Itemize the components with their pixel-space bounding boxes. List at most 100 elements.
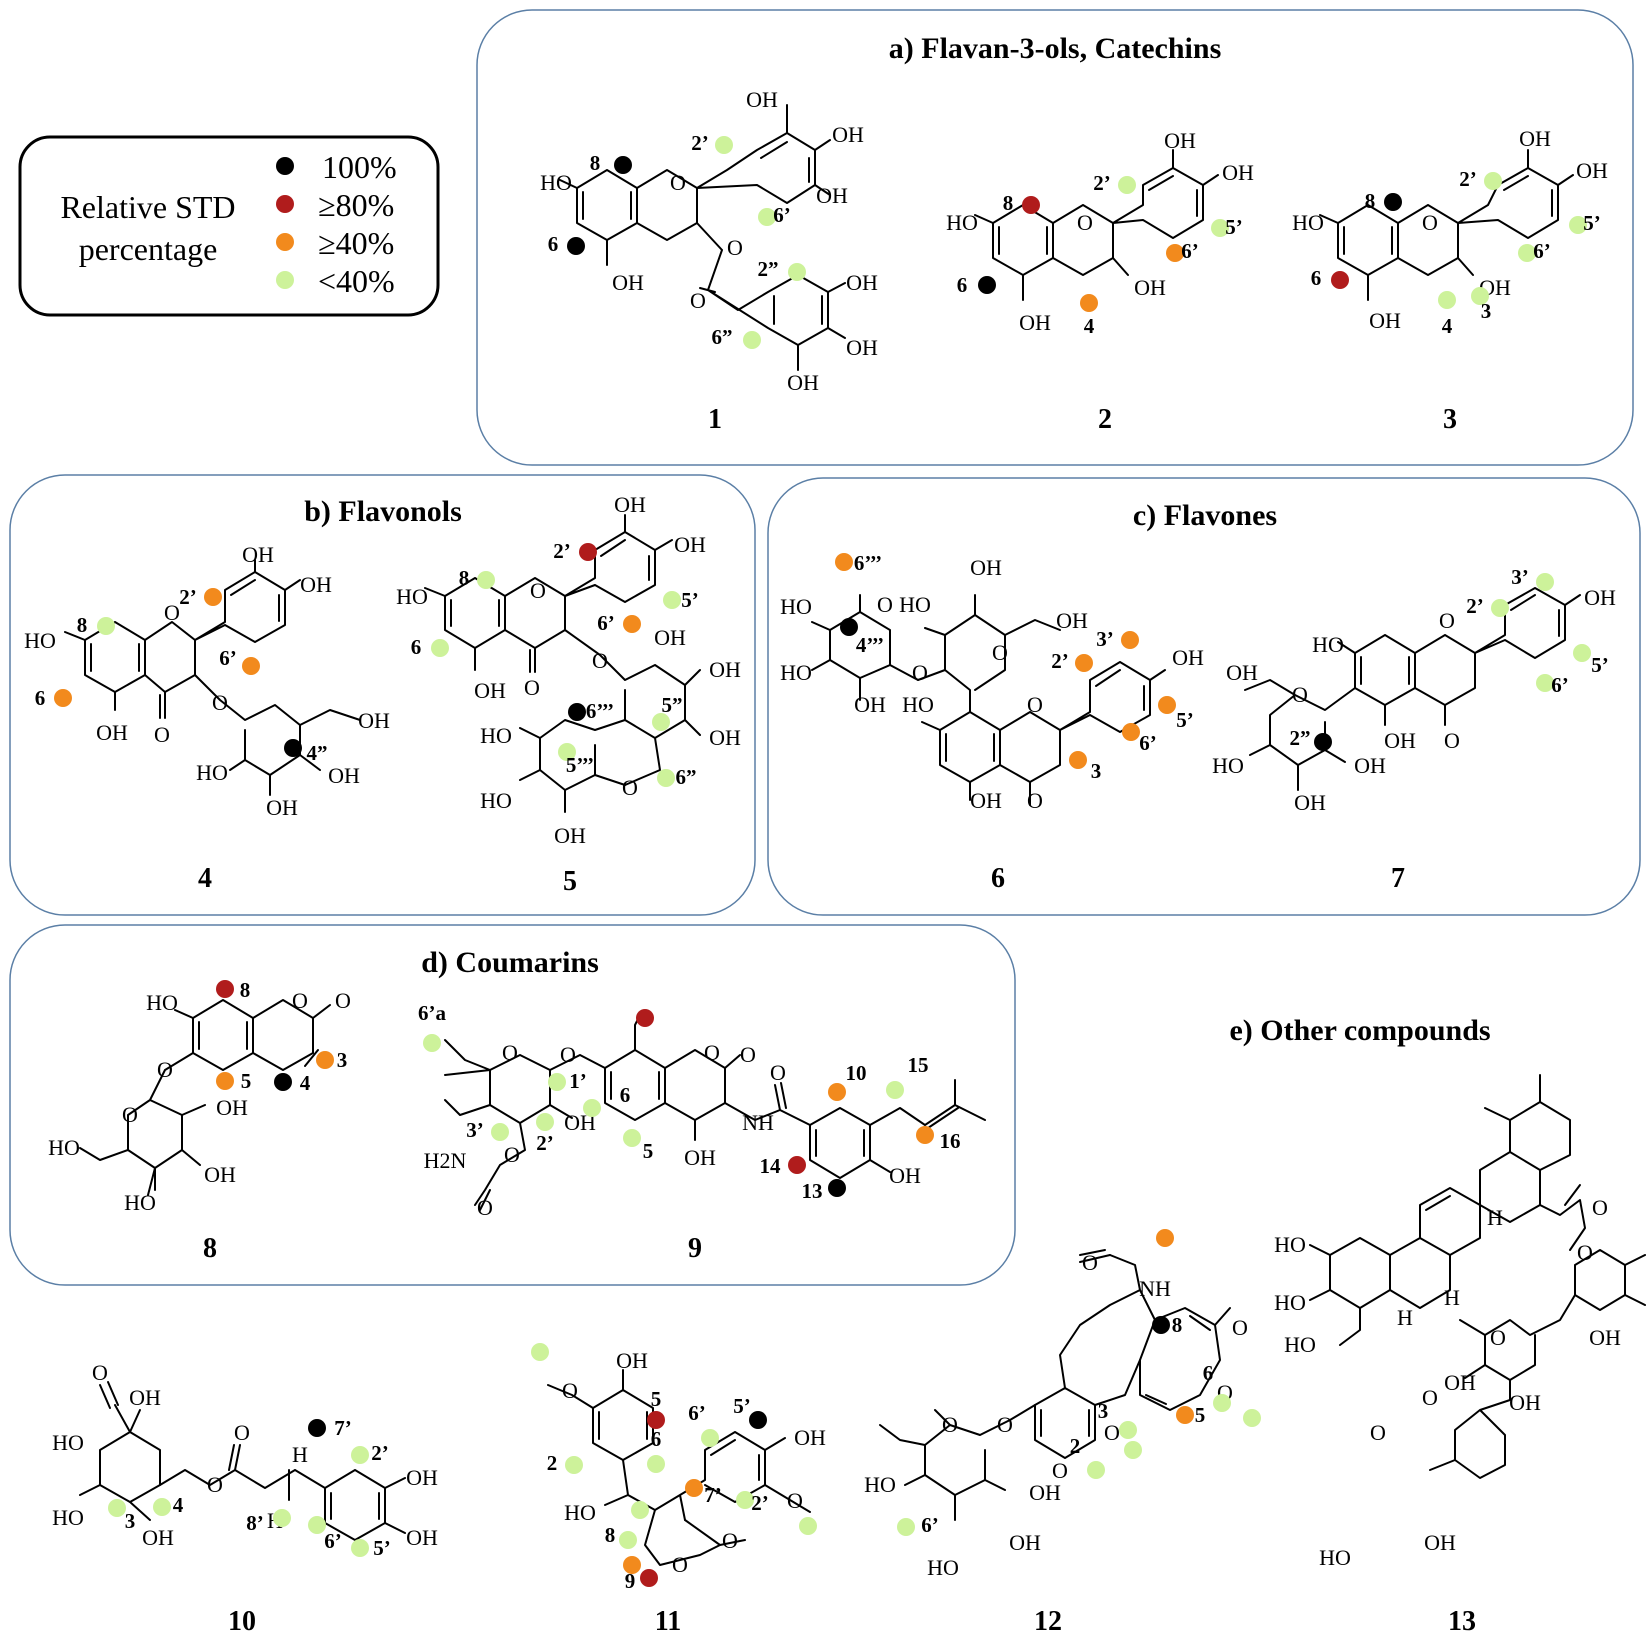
panel-d-frame — [9, 924, 1016, 1286]
std-marker-c9-3 — [491, 1123, 509, 1141]
atom-oh: OH — [1056, 608, 1088, 633]
std-marker-c10-6 — [351, 1539, 369, 1557]
panel-b-frame — [9, 474, 756, 916]
atom-oh: OH — [204, 1162, 236, 1187]
std-marker-c7-4 — [1314, 733, 1332, 751]
atom-ho: HO — [1212, 753, 1244, 778]
std-marker-c5-7 — [558, 743, 576, 761]
std-marker-c6-2 — [1121, 631, 1139, 649]
std-marker-c9-4 — [536, 1113, 554, 1131]
atom-oh: OH — [266, 795, 298, 820]
atom-ho: HO — [540, 170, 572, 195]
position-label-c6-2: 3’ — [1096, 627, 1114, 651]
atom-nh: NH — [742, 1110, 774, 1135]
position-label-c1-4: 2” — [758, 257, 779, 281]
panel-b-title: b) Flavonols — [304, 495, 462, 528]
atom-h: H — [292, 1442, 308, 1467]
atom-oh: OH — [832, 122, 864, 147]
std-marker-c2-5 — [1080, 294, 1098, 312]
atom-ho: HO — [1274, 1290, 1306, 1315]
position-label-c10-1: 2’ — [371, 1441, 389, 1465]
std-marker-c1-4 — [788, 263, 806, 281]
position-label-c12-2: 5 — [1195, 1403, 1206, 1427]
std-marker-c11-0 — [647, 1411, 665, 1429]
atom-o: O — [690, 288, 706, 313]
atom-oh: OH — [1384, 728, 1416, 753]
std-marker-c10-2 — [153, 1498, 171, 1516]
compound-number-5: 5 — [563, 866, 577, 897]
position-label-c6-5: 6’ — [1139, 731, 1157, 755]
legend-marker-lt40 — [276, 271, 294, 289]
std-marker-c4-1 — [54, 689, 72, 707]
position-label-c4-4: 4” — [307, 741, 328, 765]
position-label-c12-0: 8 — [1172, 1313, 1183, 1337]
atom-oh: OH — [616, 1348, 648, 1373]
position-label-c11-6: 2’ — [751, 1491, 769, 1515]
atom-o: O — [1077, 210, 1093, 235]
position-label-c10-0: 7’ — [334, 1416, 352, 1440]
std-marker-c8-2 — [216, 1072, 234, 1090]
position-label-c3-5: 4 — [1442, 314, 1453, 338]
atom-o: O — [877, 592, 893, 617]
position-label-c4-0: 8 — [77, 613, 88, 637]
compound-number-7: 7 — [1391, 863, 1405, 894]
std-marker-c7-0 — [1536, 573, 1554, 591]
atom-oh: OH — [142, 1525, 174, 1550]
atom-o: O — [207, 1472, 223, 1497]
atom-ho: HO — [396, 584, 428, 609]
atom-o: O — [997, 1412, 1013, 1437]
legend-title-line2: percentage — [79, 231, 218, 267]
position-label-c12-5: 6’ — [921, 1513, 939, 1537]
std-marker-c5-8 — [657, 769, 675, 787]
atom-ho: HO — [480, 723, 512, 748]
atom-oh: OH — [300, 572, 332, 597]
structure-7: OH HO O OH O OH O HO OH OH — [1212, 585, 1616, 815]
atom-o: O — [530, 578, 546, 603]
position-label-c5-5: 6’’’ — [586, 699, 614, 723]
position-label-c5-7: 5’’’ — [566, 753, 594, 777]
atom-oh: OH — [1222, 160, 1254, 185]
atom-ho: HO — [124, 1190, 156, 1215]
atom-ho: HO — [1274, 1232, 1306, 1257]
position-label-c7-1: 2’ — [1466, 594, 1484, 618]
structure-13: HO HO HO H H H O O OH O OH OH O O OH HO — [1274, 1074, 1646, 1570]
std-marker-extra-0 — [636, 1009, 654, 1027]
atom-oh: OH — [129, 1385, 161, 1410]
position-label-c6-4: 5’ — [1176, 708, 1194, 732]
std-marker-c10-3 — [108, 1499, 126, 1517]
std-marker-c1-0 — [614, 156, 632, 174]
atom-ho: HO — [1312, 632, 1344, 657]
std-marker-c12-5 — [897, 1518, 915, 1536]
position-label-c3-1: 6 — [1311, 266, 1322, 290]
atom-o: O — [992, 640, 1008, 665]
std-marker-c7-1 — [1491, 599, 1509, 617]
compound-number-6: 6 — [991, 863, 1005, 894]
position-label-c5-3: 5’ — [681, 588, 699, 612]
legend-label-100: 100% — [322, 149, 397, 185]
position-label-c11-1: 6 — [651, 1427, 662, 1451]
atom-o: O — [942, 1412, 958, 1437]
atom-o: O — [704, 1040, 720, 1065]
position-label-c2-3: 5’ — [1225, 215, 1243, 239]
std-marker-c8-1 — [316, 1051, 334, 1069]
atom-o: O — [157, 1057, 173, 1082]
position-label-c9-9: 14 — [760, 1154, 782, 1178]
atom-ho: HO — [52, 1505, 84, 1530]
atom-ho: HO — [902, 692, 934, 717]
atom-oh: OH — [1519, 126, 1551, 151]
atom-o: O — [1082, 1250, 1098, 1275]
position-label-c8-3: 4 — [300, 1071, 311, 1095]
atom-oh: OH — [746, 87, 778, 112]
position-label-c5-2: 2’ — [553, 539, 571, 563]
std-marker-c2-2 — [1118, 176, 1136, 194]
std-marker-extra-4 — [799, 1517, 817, 1535]
position-label-c3-2: 2’ — [1459, 167, 1477, 191]
position-label-c2-1: 6 — [957, 273, 968, 297]
std-marker-extra-3 — [640, 1569, 658, 1587]
position-label-c7-2: 5’ — [1591, 653, 1609, 677]
std-marker-c12-4 — [1087, 1461, 1105, 1479]
position-label-c5-8: 6” — [676, 765, 697, 789]
position-label-c9-7: 15 — [908, 1053, 929, 1077]
std-marker-c5-0 — [477, 571, 495, 589]
